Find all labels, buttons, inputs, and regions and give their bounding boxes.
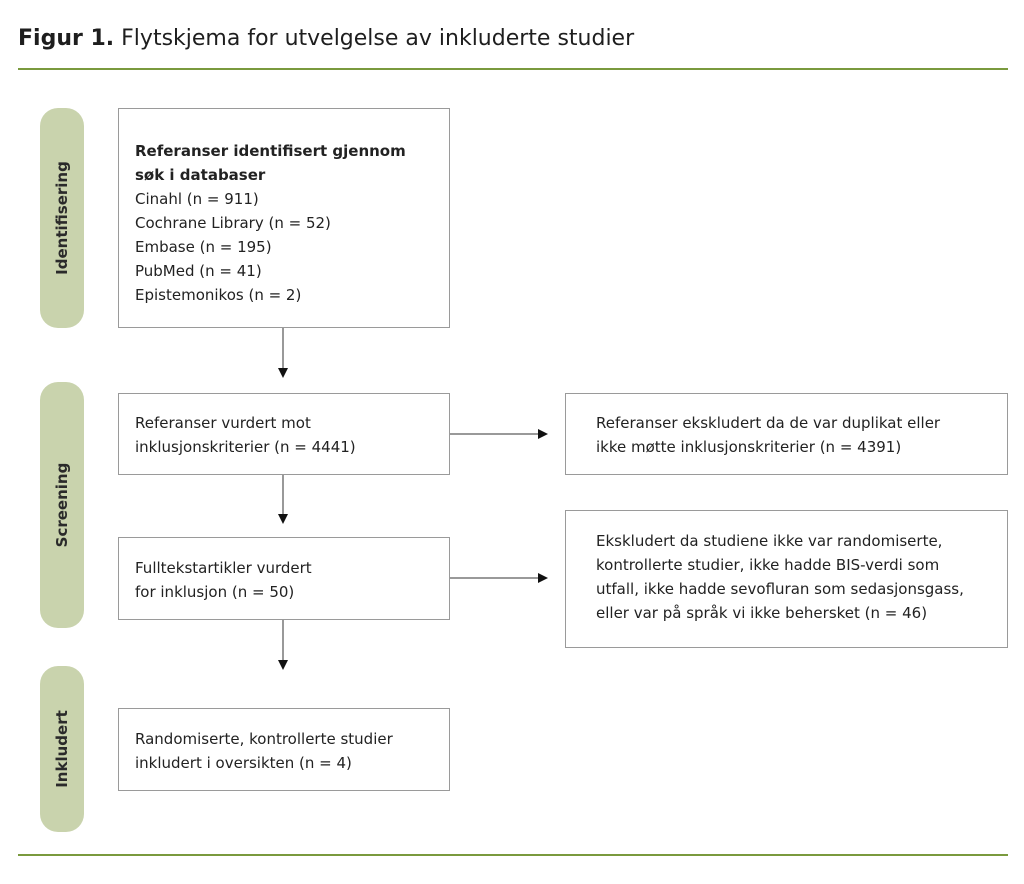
fulltext-line-1: Fulltekstartikler vurdert xyxy=(135,559,312,577)
identified-source-embase: Embase (n = 195) xyxy=(135,238,272,256)
figure-caption: Flytskjema for utvelgelse av inkluderte … xyxy=(121,26,635,51)
excluded-fulltext-line-1: Ekskludert da studiene ikke var randomis… xyxy=(596,532,943,550)
excluded-fulltext-line-3: utfall, ikke hadde sevofluran som sedasj… xyxy=(596,580,964,598)
included-line-1: Randomiserte, kontrollerte studier xyxy=(135,730,393,748)
bottom-rule xyxy=(18,854,1008,856)
identified-source-cochrane: Cochrane Library (n = 52) xyxy=(135,214,331,232)
arrow-down-3 xyxy=(278,660,288,670)
figure-title: Figur 1. Flytskjema for utvelgelse av in… xyxy=(18,26,634,51)
box-identified: Referanser identifisert gjennom søk i da… xyxy=(118,108,450,328)
identified-heading-line-2: søk i databaser xyxy=(135,166,266,184)
arrow-right-2 xyxy=(538,573,548,583)
included-line-2: inkludert i oversikten (n = 4) xyxy=(135,754,352,772)
screened-line-2: inklusjonskriterier (n = 4441) xyxy=(135,438,356,456)
excluded-fulltext-line-4: eller var på språk vi ikke behersket (n … xyxy=(596,604,928,622)
screened-line-1: Referanser vurdert mot xyxy=(135,414,311,432)
fulltext-line-2: for inklusjon (n = 50) xyxy=(135,583,295,601)
excluded-fulltext-line-2: kontrollerte studier, ikke hadde BIS-ver… xyxy=(596,556,940,574)
box-fulltext: Fulltekstartikler vurdert for inklusjon … xyxy=(118,537,450,620)
box-excluded-fulltext: Ekskludert da studiene ikke var randomis… xyxy=(565,510,1008,648)
arrow-right-1 xyxy=(538,429,548,439)
phase-identification: Identifisering xyxy=(40,108,84,328)
identified-heading-line-1: Referanser identifisert gjennom xyxy=(135,142,406,160)
identified-source-cinahl: Cinahl (n = 911) xyxy=(135,190,259,208)
identified-source-epistemonikos: Epistemonikos (n = 2) xyxy=(135,286,302,304)
excluded-screening-line-1: Referanser ekskludert da de var duplikat… xyxy=(596,414,941,432)
top-rule xyxy=(18,68,1008,70)
identified-source-pubmed: PubMed (n = 41) xyxy=(135,262,262,280)
box-excluded-screening: Referanser ekskludert da de var duplikat… xyxy=(565,393,1008,475)
excluded-screening-line-2: ikke møtte inklusjonskriterier (n = 4391… xyxy=(596,438,902,456)
arrow-down-2 xyxy=(278,514,288,524)
phase-screening: Screening xyxy=(40,382,84,628)
phase-included: Inkludert xyxy=(40,666,84,832)
arrow-down-1 xyxy=(278,368,288,378)
box-screened: Referanser vurdert mot inklusjonskriteri… xyxy=(118,393,450,475)
figure-number: Figur 1. xyxy=(18,26,115,51)
box-included: Randomiserte, kontrollerte studier inklu… xyxy=(118,708,450,791)
